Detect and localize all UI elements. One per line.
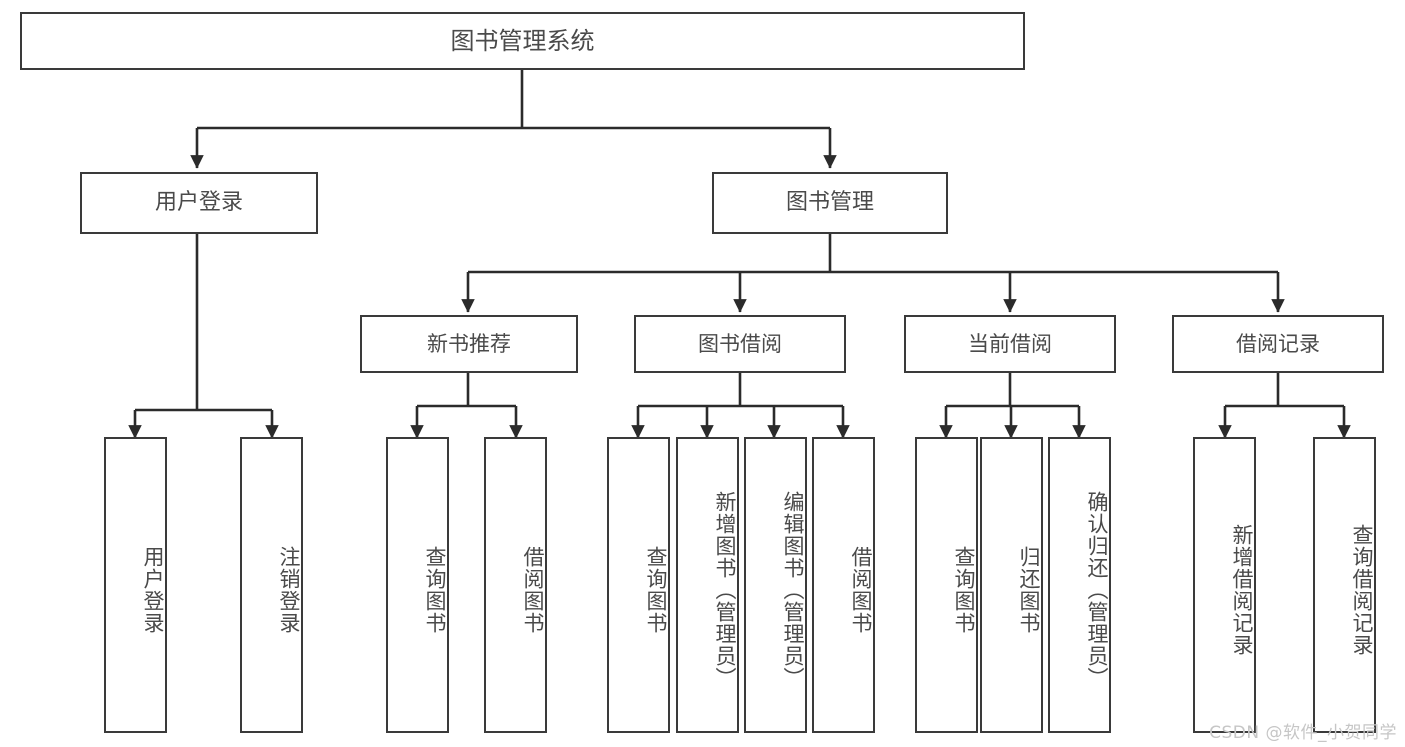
leaf-query-book-current[interactable]: 查询图书 bbox=[915, 437, 978, 733]
leaf-add-book-label: 新增图书（管理员） bbox=[713, 491, 737, 689]
leaf-query-book-borrow-label: 查询图书 bbox=[644, 546, 668, 634]
node-user-login-label: 用户登录 bbox=[154, 190, 243, 216]
leaf-edit-book[interactable]: 编辑图书（管理员） bbox=[744, 437, 807, 733]
leaf-user-login-label: 用户登录 bbox=[141, 546, 165, 634]
leaf-add-book[interactable]: 新增图书（管理员） bbox=[676, 437, 739, 733]
node-book-manage[interactable]: 图书管理 bbox=[712, 172, 948, 234]
node-new-book-recommend-label: 新书推荐 bbox=[427, 331, 511, 356]
leaf-query-borrow-record[interactable]: 查询借阅记录 bbox=[1313, 437, 1376, 733]
leaf-query-book-recommend[interactable]: 查询图书 bbox=[386, 437, 449, 733]
leaf-borrow-book[interactable]: 借阅图书 bbox=[812, 437, 875, 733]
leaf-add-borrow-record-label: 新增借阅记录 bbox=[1230, 524, 1254, 656]
leaf-query-book-recommend-label: 查询图书 bbox=[423, 546, 447, 634]
node-book-manage-label: 图书管理 bbox=[785, 190, 874, 216]
watermark: CSDN @软件_小贺同学 bbox=[1209, 723, 1397, 743]
node-root-label: 图书管理系统 bbox=[450, 26, 595, 55]
leaf-query-borrow-record-label: 查询借阅记录 bbox=[1350, 524, 1374, 656]
leaf-user-login[interactable]: 用户登录 bbox=[104, 437, 167, 733]
leaf-query-book-borrow[interactable]: 查询图书 bbox=[607, 437, 670, 733]
node-root[interactable]: 图书管理系统 bbox=[20, 12, 1025, 70]
leaf-return-book-label: 归还图书 bbox=[1017, 546, 1041, 634]
node-current-borrow-label: 当前借阅 bbox=[968, 331, 1052, 356]
leaf-confirm-return-label: 确认归还（管理员） bbox=[1085, 491, 1109, 689]
leaf-confirm-return[interactable]: 确认归还（管理员） bbox=[1048, 437, 1111, 733]
node-book-borrow[interactable]: 图书借阅 bbox=[634, 315, 846, 373]
leaf-borrow-book-label: 借阅图书 bbox=[849, 546, 873, 634]
node-new-book-recommend[interactable]: 新书推荐 bbox=[360, 315, 578, 373]
node-current-borrow[interactable]: 当前借阅 bbox=[904, 315, 1116, 373]
leaf-logout[interactable]: 注销登录 bbox=[240, 437, 303, 733]
leaf-borrow-book-recommend[interactable]: 借阅图书 bbox=[484, 437, 547, 733]
leaf-return-book[interactable]: 归还图书 bbox=[980, 437, 1043, 733]
node-user-login[interactable]: 用户登录 bbox=[80, 172, 318, 234]
leaf-borrow-book-recommend-label: 借阅图书 bbox=[521, 546, 545, 634]
leaf-add-borrow-record[interactable]: 新增借阅记录 bbox=[1193, 437, 1256, 733]
node-borrow-record-label: 借阅记录 bbox=[1236, 331, 1320, 356]
leaf-logout-label: 注销登录 bbox=[277, 546, 301, 634]
node-book-borrow-label: 图书借阅 bbox=[698, 331, 782, 356]
node-borrow-record[interactable]: 借阅记录 bbox=[1172, 315, 1384, 373]
leaf-query-book-current-label: 查询图书 bbox=[952, 546, 976, 634]
leaf-edit-book-label: 编辑图书（管理员） bbox=[781, 491, 805, 689]
